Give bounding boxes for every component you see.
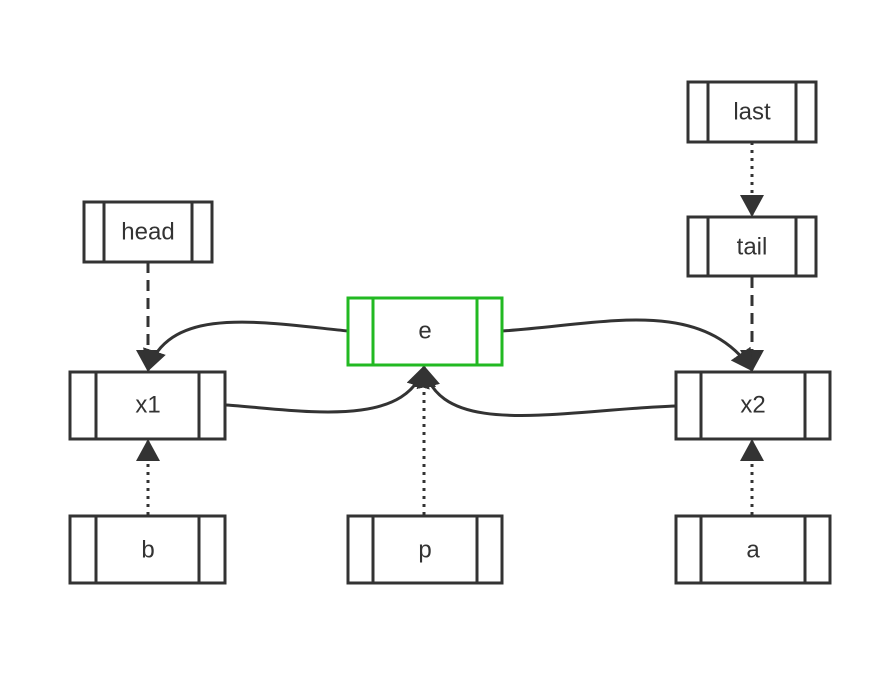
edges: [136, 142, 764, 515]
node-p-label: p: [418, 537, 431, 564]
edge-e-to-x2: [501, 318, 754, 372]
node-b-label: b: [141, 537, 154, 564]
node-b: b: [68, 514, 227, 585]
node-a: a: [674, 514, 832, 585]
node-x1: x1: [68, 370, 227, 441]
node-p: p: [346, 514, 504, 585]
edge-x2-to-e: [416, 365, 677, 417]
node-tail: tail: [686, 215, 818, 278]
node-e: e: [346, 296, 504, 367]
node-head: head: [82, 200, 214, 264]
node-last-label: last: [733, 99, 771, 126]
edge-x1-to-e: [225, 365, 430, 414]
node-e-label: e: [418, 318, 431, 345]
node-head-label: head: [121, 219, 174, 246]
node-a-label: a: [746, 537, 760, 564]
edge-e-to-x1: [143, 320, 349, 372]
node-x2: x2: [674, 370, 832, 441]
node-x2-label: x2: [740, 392, 765, 419]
node-x1-label: x1: [135, 392, 160, 419]
node-tail-label: tail: [737, 234, 768, 261]
node-last: last: [686, 80, 818, 144]
